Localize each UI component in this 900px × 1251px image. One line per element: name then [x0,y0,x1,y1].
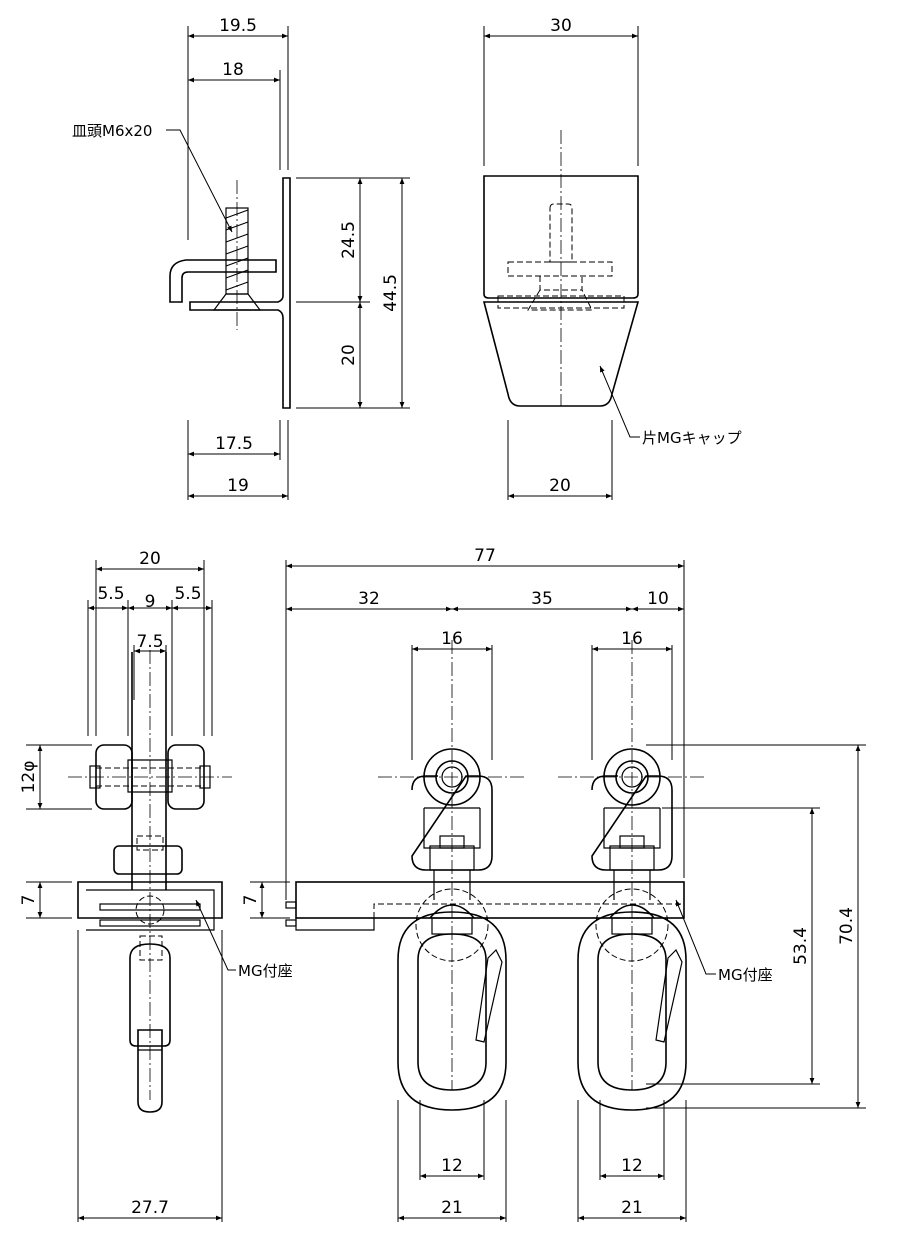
carabiner-1 [397,888,507,1111]
base-left-label: MG付座 [238,962,293,980]
dim-side-b-inner: 17.5 [215,434,253,454]
dim-main-h-total: 70.4 [837,907,857,945]
dim-end-w-a: 5.5 [97,584,124,604]
dim-main-w-c: 10 [647,589,669,609]
main-view: 77 32 35 10 16 16 7 53.4 70.4 12 21 12 2… [241,546,866,1222]
side-view: 19.5 18 24.5 20 44.5 17.5 19 皿頭M6x20 [72,16,410,500]
dim-main-hook-in-1: 12 [441,1156,463,1176]
dim-side-h-total: 44.5 [381,274,401,312]
dim-side-w-outer: 19.5 [219,16,257,36]
end-view: 20 5.5 9 5.5 7.5 12φ 7 27.7 MG付座 [19,549,293,1222]
dim-main-hook-in-2: 12 [621,1156,643,1176]
base-right-label: MG付座 [718,966,773,984]
dim-end-w-total: 20 [139,549,161,569]
dim-main-roller-2: 16 [621,629,643,649]
dim-main-w-b: 35 [531,589,553,609]
dim-side-b-outer: 19 [227,476,249,496]
dim-side-h-upper: 24.5 [339,221,359,259]
dim-main-hook-out-1: 21 [441,1198,463,1218]
dim-end-w-shaft: 7.5 [136,632,163,652]
dim-end-h-base: 7 [19,895,39,906]
front-view: 30 20 片MGキャップ [482,16,742,500]
dim-side-h-lower: 20 [339,344,359,366]
dim-main-h-hook: 53.4 [791,927,811,965]
dim-front-w-bottom: 20 [549,476,571,496]
dim-side-w-inner: 18 [222,60,244,80]
dim-end-w-base: 27.7 [131,1198,169,1218]
dim-end-w-c: 5.5 [174,584,201,604]
dim-main-h-base: 7 [241,895,261,906]
screw-label: 皿頭M6x20 [72,122,152,140]
dim-main-w-a: 32 [358,589,380,609]
dim-front-w-top: 30 [550,16,572,36]
cap-label: 片MGキャップ [642,429,742,447]
dim-main-hook-out-2: 21 [621,1198,643,1218]
dim-end-w-b: 9 [145,592,156,612]
dim-end-dia: 12φ [19,761,39,794]
dim-main-roller-1: 16 [441,629,463,649]
dim-main-w-total: 77 [474,546,496,566]
